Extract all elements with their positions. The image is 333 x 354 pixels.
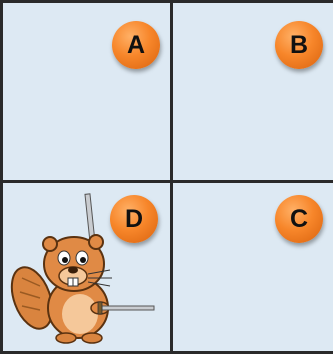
cell-a-badge: A <box>112 21 160 69</box>
cell-c-badge: C <box>275 195 323 243</box>
cell-c: C <box>173 183 333 351</box>
cell-b-badge: B <box>275 21 323 69</box>
cell-a: A <box>3 3 170 180</box>
beaver-with-swords-icon <box>10 190 160 345</box>
cell-b: B <box>173 3 333 180</box>
